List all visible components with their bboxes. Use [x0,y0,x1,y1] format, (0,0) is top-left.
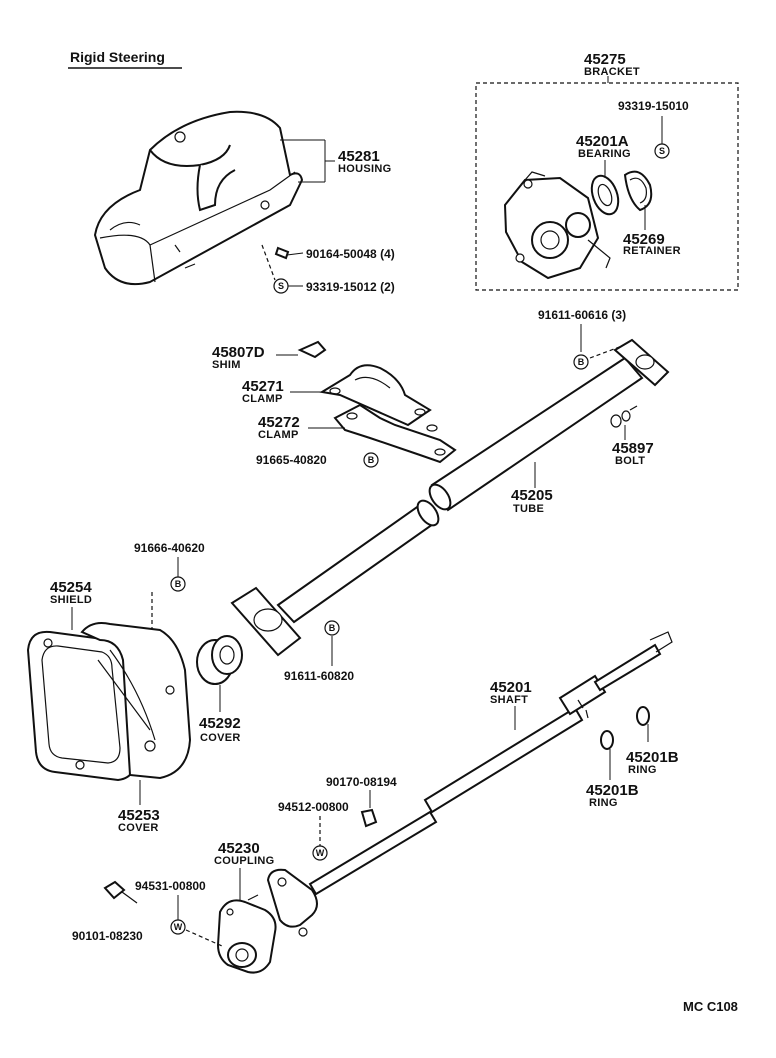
b-symbol-label: B [329,623,336,633]
nut-ref: 90170-08194 [326,775,397,789]
s-symbol-label: S [278,281,284,291]
clamp-45271-drawing [319,364,432,427]
nut-drawing [360,808,378,828]
shaft-number: 45201 [490,679,532,696]
tube-drawing [230,338,670,657]
cover-boot-name: COVER [200,732,241,744]
housing-number: 45281 [338,148,380,165]
clamp1-number: 45271 [242,378,284,395]
washer-w2-ref: 94531-00800 [135,879,206,893]
retainer-drawing [623,170,653,212]
bracket-name: BRACKET [584,66,640,78]
screw-2-ref: 93319-15012 (2) [306,280,395,294]
coupling-drawing [216,894,277,974]
coupling-bolt-drawing [103,880,138,904]
ring2-drawing [600,730,614,750]
cover-plate-number: 45253 [118,807,160,824]
clamp2-number: 45272 [258,414,300,431]
w-symbol-icon [170,919,186,935]
bearing-name: BEARING [578,148,631,160]
shim-name: SHIM [212,359,241,371]
shield-number: 45254 [50,579,92,596]
tube-name: TUBE [513,503,544,515]
shaft-name: SHAFT [490,694,528,706]
ring2-number: 45201B [586,782,639,799]
clamp1-name: CLAMP [242,393,283,405]
bolt-b2-ref: 91665-40820 [256,453,327,467]
cover-boot-number: 45292 [199,715,241,732]
screw-s1-ref: 93319-15010 [618,99,689,113]
screw-4-drawing [274,246,304,260]
b-symbol-label: B [175,579,182,589]
tube-number: 45205 [511,487,553,504]
ring2-name: RING [589,797,618,809]
w-symbol-label: W [174,922,183,932]
bolt-b3-ref: 91666-40620 [134,541,205,555]
bracket-group-box [475,82,739,291]
clamp2-name: CLAMP [258,429,299,441]
coupling-bolt-ref: 90101-08230 [72,929,143,943]
b-symbol-icon [170,576,186,592]
w-symbol-label: W [316,848,325,858]
shaft-drawing [308,631,673,896]
housing-name: HOUSING [338,163,391,175]
diagram-code: MC C108 [683,999,738,1014]
b-symbol-label: B [578,357,585,367]
coupling-name: COUPLING [214,855,274,867]
housing-drawing [93,110,304,286]
ring1-drawing [636,706,650,726]
shim-drawing [297,340,327,359]
bracket-number: 45275 [584,51,626,68]
bolt-b4-ref: 91611-60820 [284,669,354,683]
ring1-number: 45201B [626,749,679,766]
b-symbol-icon [363,452,379,468]
coupling-number: 45230 [218,840,260,857]
bolt-b1-ref: 91611-60616 (3) [538,308,626,322]
w-symbol-icon [312,845,328,861]
bearing-number: 45201A [576,133,629,150]
b-symbol-label: B [368,455,375,465]
washer-w1-ref: 94512-00800 [278,800,349,814]
bolt-number: 45897 [612,440,654,457]
screw-4-ref: 90164-50048 (4) [306,247,395,261]
clamp-45272-drawing [333,403,457,464]
shield-name: SHIELD [50,594,92,606]
retainer-number: 45269 [623,231,665,248]
cover-plate-drawing [80,622,192,780]
b-symbol-icon [573,354,589,370]
shim-number: 45807D [212,344,265,361]
b-symbol-icon [324,620,340,636]
bolt-name: BOLT [615,455,645,467]
bolt-45897-drawing [610,405,638,428]
bearing-drawing [590,174,620,216]
shield-drawing [26,630,137,782]
s-symbol-label: S [659,146,665,156]
cover-boot-drawing [196,635,243,685]
retainer-name: RETAINER [623,245,681,257]
ring1-name: RING [628,764,657,776]
diagram-title: Rigid Steering [70,49,165,65]
bracket-drawing [503,171,611,280]
flange-drawing [266,868,318,937]
cover-plate-name: COVER [118,822,159,834]
